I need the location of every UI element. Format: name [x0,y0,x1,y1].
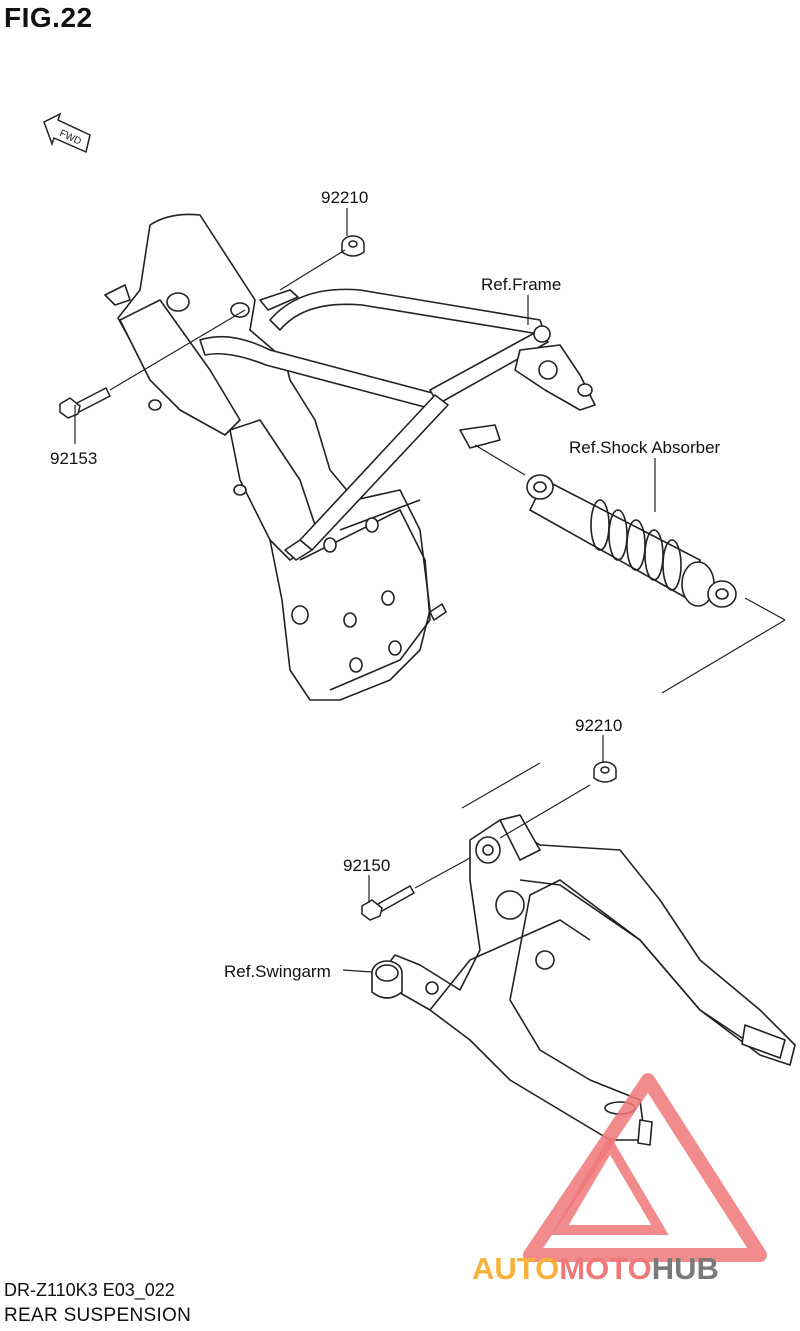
bolt-lower-icon [361,884,416,921]
nut-lower-icon [593,761,617,783]
watermark-moto: MOTO [559,1251,651,1286]
callout-ref-frame: Ref.Frame [481,275,561,294]
swingarm-drawing [371,814,796,1146]
watermark-auto: AUTO [472,1251,559,1286]
fwd-arrow-icon: FWD [43,112,91,154]
callout-ref-shock-absorber: Ref.Shock Absorber [569,438,721,457]
shock-absorber-drawing [526,474,737,608]
frame-drawing [104,213,596,701]
callout-bolt-lower: 92150 [343,856,390,875]
watermark-logo: AUTOMOTOHUB [472,1073,767,1286]
nut-upper-icon [341,235,365,257]
section-name: REAR SUSPENSION [4,1305,192,1326]
callout-nut-lower: 92210 [575,716,622,735]
model-code: DR-Z110K3 E03_022 [4,1280,175,1300]
watermark-hub: HUB [652,1251,719,1286]
leader-lines [74,208,786,973]
figure-title: FIG.22 [4,2,93,33]
svg-text:AUTOMOTOHUB: AUTOMOTOHUB [472,1251,719,1286]
callout-ref-swingarm: Ref.Swingarm [224,962,331,981]
callout-nut-upper: 92210 [321,188,368,207]
bolt-upper-icon [59,386,112,419]
callout-bolt-upper: 92153 [50,449,97,468]
